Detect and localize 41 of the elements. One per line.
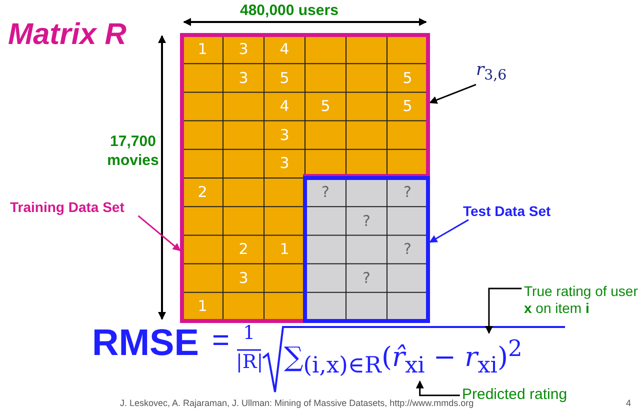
dimension-label: 17,700 movies	[106, 132, 160, 170]
cell-value: ?	[362, 268, 372, 289]
formula-text: RMSE	[92, 322, 199, 364]
cell-value: ?	[402, 239, 412, 260]
page-number: 4	[626, 398, 632, 408]
footer-text: J. Leskovec, A. Rajaraman, J. Ullman: Mining of Massive Datasets, http://www.mmds.org	[120, 398, 474, 408]
cell-value: 4	[278, 39, 290, 60]
cell-value: 1	[196, 39, 208, 60]
cell-value: 3	[238, 39, 250, 60]
cell-value: 2	[196, 182, 208, 203]
leader-line	[416, 380, 460, 396]
formula-text: ∑$_{(i,x)∈R}$(r̂$_{xi}$ − r$_{xi}$)$^{2}$	[284, 333, 522, 382]
set-label: Training Data Set	[10, 199, 145, 215]
cell-value: 1	[196, 296, 208, 318]
dimension-label: 480,000 users	[240, 2, 338, 19]
leader-line	[484, 288, 522, 334]
cell-value: 5	[402, 68, 414, 89]
cell-value: 3	[238, 68, 250, 89]
cell-value: ?	[320, 182, 330, 203]
cell-value: 3	[278, 153, 290, 174]
annotation-text: True rating of user x on item i	[524, 283, 642, 317]
test-region	[303, 176, 430, 323]
set-label: Test Data Set	[463, 203, 573, 219]
formula-text: =	[212, 324, 230, 358]
cell-value: 3	[278, 124, 290, 146]
cell-value: 4	[278, 96, 290, 118]
cell-value: 5	[320, 96, 332, 118]
cell-symbol: r$_{3,6}$	[476, 60, 507, 84]
cell-value: 5	[278, 68, 290, 89]
formula-text: 1	[242, 322, 256, 344]
formula-text: |R|	[236, 351, 262, 373]
cell-value: 3	[238, 268, 250, 289]
arrow	[429, 219, 469, 243]
arrow	[429, 84, 476, 104]
cell-value: 5	[402, 96, 414, 118]
cell-value: ?	[402, 182, 412, 203]
title-text: Matrix R	[8, 18, 126, 52]
cell-value: 2	[238, 239, 250, 260]
cell-value: ?	[362, 210, 372, 232]
cell-value: 1	[278, 239, 290, 260]
arrow	[138, 215, 181, 252]
